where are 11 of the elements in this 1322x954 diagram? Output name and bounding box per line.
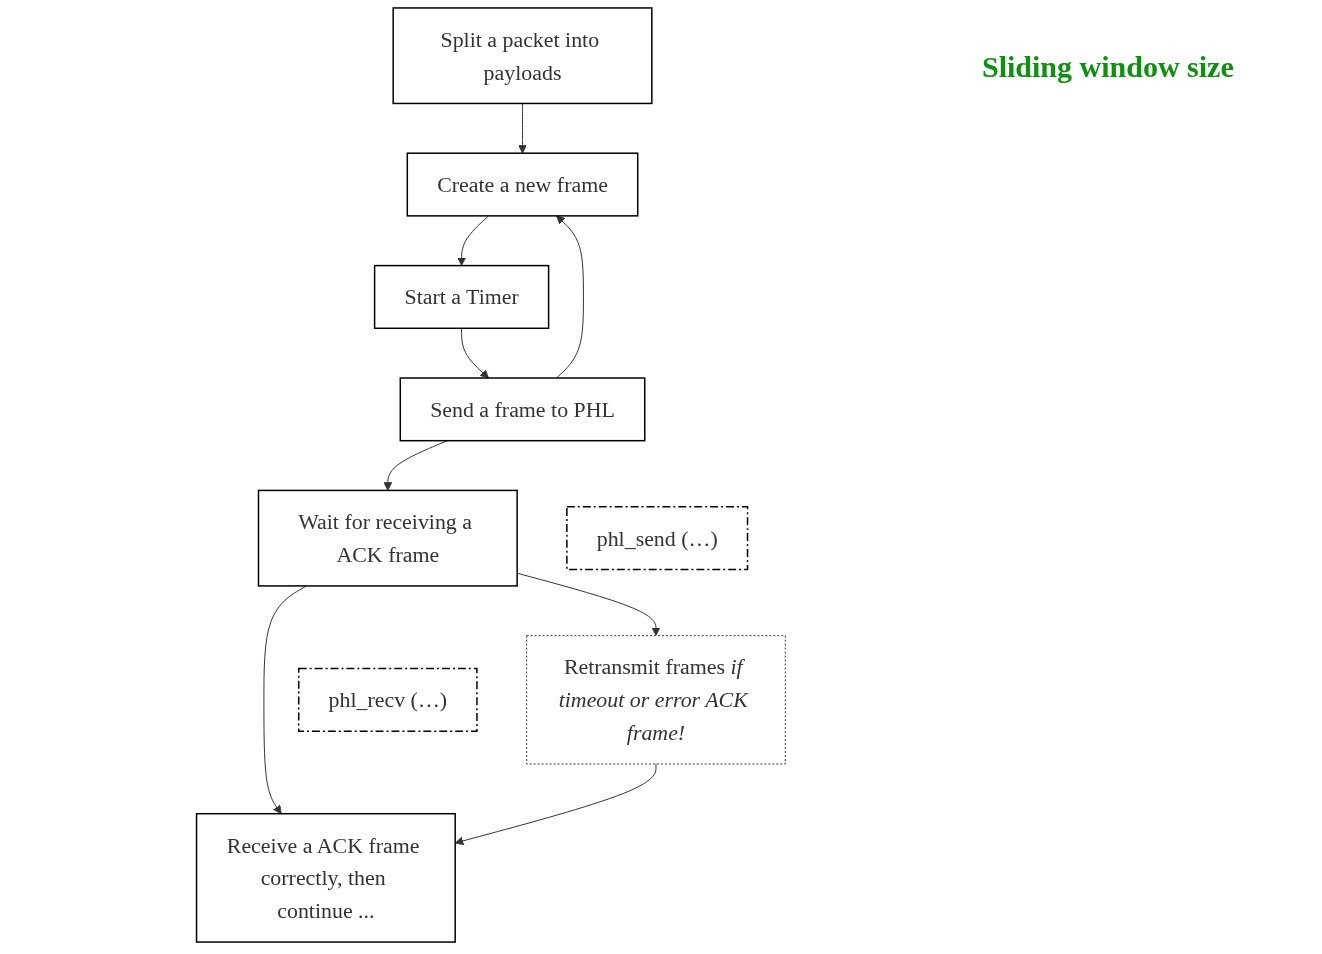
- node-box: Retransmit frames if timeout or error ACK frame!: [526, 635, 786, 765]
- node-box: Start a Timer: [373, 264, 550, 329]
- arrow: [383, 440, 448, 491]
- node-box: phl_recv (…): [298, 667, 478, 732]
- node-box: Send a frame to PHL: [399, 377, 646, 442]
- node-box: Split a packet into payloads: [392, 7, 653, 105]
- annotation-text: Sliding window size: [982, 50, 1235, 84]
- node-box: Receive a ACK frame correctly, then continue ...: [195, 812, 456, 943]
- node-box: Wait for receiving a ACK frame: [257, 489, 518, 587]
- node-box: phl_send (…): [566, 506, 749, 571]
- node-box: Create a new frame: [406, 152, 639, 217]
